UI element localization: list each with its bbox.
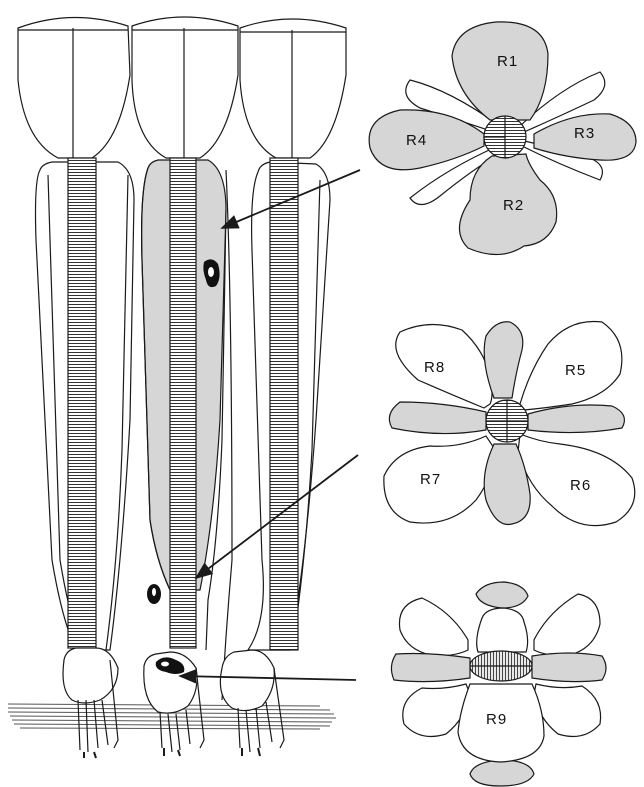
label-R6: R6 [570,477,591,494]
ommatidia-longitudinal [8,17,360,758]
top-cap [476,582,528,608]
foot-right [220,650,274,711]
ommatidium-right [220,19,346,756]
cross-section-middle: R8 R5 R7 R6 [384,321,635,525]
cross-section-top: R1 R4 R3 R2 [369,22,636,255]
label-R7: R7 [420,471,441,488]
label-R4: R4 [406,132,427,149]
label-R3: R3 [574,125,595,142]
label-R9: R9 [486,711,507,728]
label-R1: R1 [497,53,518,70]
label-R2: R2 [503,197,524,214]
lobe-R9 [458,608,544,762]
lens-left [18,17,130,158]
foot-left [63,648,118,703]
rhabdom-left [68,158,96,648]
ommatidium-left [18,17,134,758]
bottom-cap [470,760,534,786]
lens-middle [132,17,238,158]
label-R8: R8 [424,359,445,376]
ommatidium-middle [132,17,238,756]
nucleus-lower [147,584,161,604]
rhabdom-middle [170,158,196,648]
lens-right [240,19,346,158]
rhabdom-right [270,158,298,650]
label-R5: R5 [565,362,586,379]
cross-section-bottom: R9 [391,582,606,786]
